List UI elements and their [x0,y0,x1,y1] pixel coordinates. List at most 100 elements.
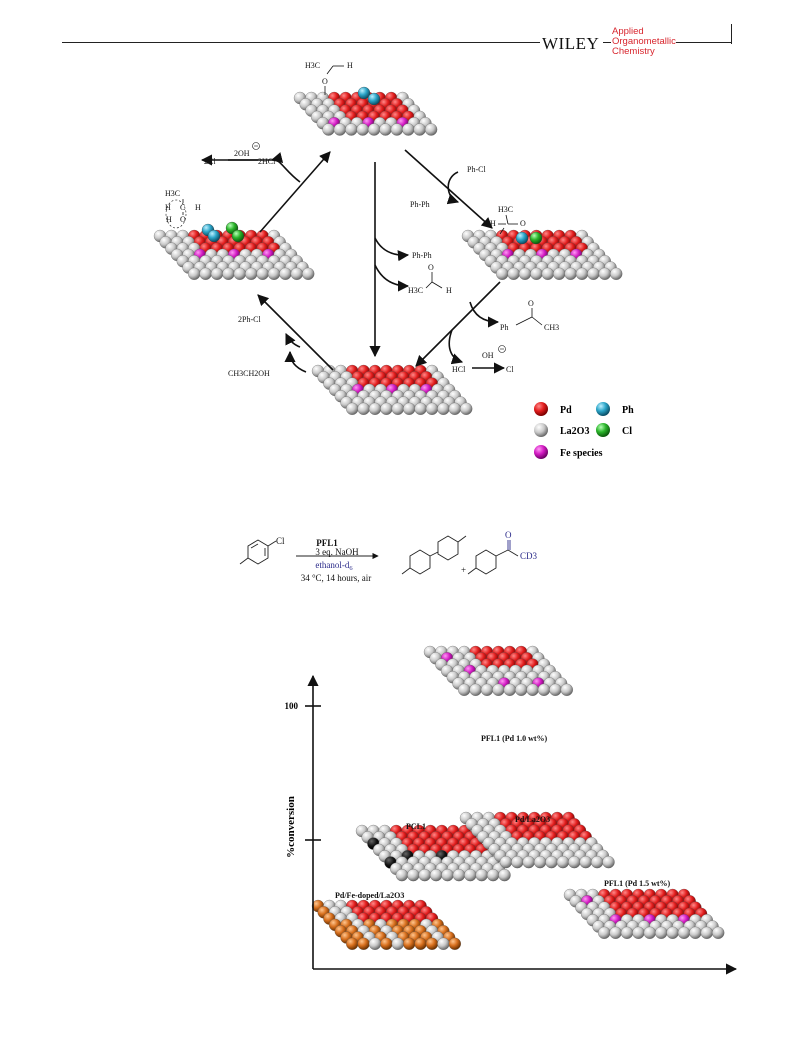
atom-sphere [564,267,577,280]
product2-o-label: O [505,530,512,540]
biphenyl-methyl-2 [457,535,467,543]
atom-sphere [503,683,516,696]
atom-sphere [448,937,461,950]
atom-sphere [575,267,589,280]
atom-sphere [245,267,258,280]
legend-swatch-la2o3 [534,423,548,437]
label-cl-minus: Cl [506,365,514,374]
y-tick-label-100: 100 [285,701,299,711]
header-rule-left [62,42,540,43]
legend-label-la2o3: La2O3 [560,426,589,437]
atom-sphere [545,855,558,869]
curl-right-hcl [448,329,464,365]
journal-line-1: Applied [612,26,644,37]
slab-pdla [459,811,615,869]
curl-center-phph [374,237,410,262]
publisher-logo: WILEY [542,34,600,53]
legend-label-cl: Cl [622,426,632,437]
atom-sphere [620,926,634,939]
left-species-c: C [180,203,185,212]
condition-solvent: ethanol-d6 [315,560,353,572]
atom-sphere [464,868,477,882]
atom-sphere [526,683,539,696]
journal-line-3: Chemistry [612,46,655,57]
legend: Pd Ph La2O3 Cl Fe species [534,402,634,459]
top-bond-1 [326,65,334,75]
label-ethanol: CH3CH2OH [228,369,270,378]
catalyst-slabs [153,91,725,950]
atom-sphere [210,267,224,280]
product2-bond [495,549,509,557]
product2-cd3-label: CD3 [520,551,538,561]
legend-label-pd: Pd [560,405,572,416]
atom-sphere [256,267,269,280]
atom-sphere [712,926,725,939]
atom-sphere [407,868,420,882]
atom-sphere [414,937,427,950]
label-ph-ph-right: Ph-Ph [410,200,430,209]
atom-sphere [356,123,369,136]
atom-sphere [568,855,581,869]
atom-sphere [346,937,359,950]
atom-sphere [530,267,543,280]
cl-chip-right [529,231,543,245]
label-oh: OH [482,351,494,360]
label-2hcl: 2HCl [258,157,276,166]
slab-pfl1-15 [563,888,725,939]
adsorbate-chips [201,86,543,245]
slab-pdfe [311,899,461,950]
slab-pcl1 [355,824,511,882]
legend-label-fe: Fe species [560,448,603,459]
curl-left-ethanol [284,350,307,373]
ph-chip-right [515,231,529,245]
atom-sphere [233,267,246,280]
atom-sphere [689,926,702,939]
atom-sphere [492,683,505,696]
curl-left-phcl [285,332,301,348]
curl-center-acet [374,264,410,292]
label-ph-ph-center: Ph-Ph [412,251,432,260]
atom-sphere [632,926,645,939]
slab-bottom [311,364,473,415]
right-species-ch3: H3C [498,205,513,214]
legend-swatch-fe [534,445,548,459]
atom-sphere [518,267,532,280]
arrow-bottom-to-left [257,294,334,371]
biphenyl-link [429,551,439,557]
atom-sphere [541,267,554,280]
atom-sphere [380,937,393,950]
atom-sphere [188,267,201,280]
ph-chip-top-2 [367,92,381,106]
label-2ph-cl: 2Ph-Cl [238,315,261,324]
atom-sphere [391,937,404,950]
atom-sphere [424,123,438,136]
left-species-ch3: H3C [165,189,180,198]
atom-sphere [549,683,562,696]
label-pdfe: Pd/Fe-doped/La2O3 [335,891,404,900]
left-species-h3: H [166,215,172,224]
atom-sphere [367,123,381,136]
atom-sphere [475,868,488,882]
atom-sphere [199,267,212,280]
atom-sphere [533,855,547,869]
label-ph-cl-top: Ph-Cl [467,165,486,174]
atom-sphere [413,123,426,136]
atom-sphere [267,267,281,280]
condition-naoh: 3 eq. NaOH [315,547,359,557]
atom-sphere [522,855,535,869]
slab-left [153,229,315,280]
atom-sphere [380,402,393,415]
legend-swatch-pd [534,402,548,416]
atom-sphere [553,267,566,280]
product-ring-2 [437,535,459,561]
atom-sphere [602,855,615,869]
atom-sphere [395,868,409,882]
atom-sphere [537,683,551,696]
header-rule-right [676,42,732,43]
atom-sphere [598,926,611,939]
atom-sphere [643,926,656,939]
atom-sphere [610,267,623,280]
atom-sphere [403,937,416,950]
atom-sphere [499,855,513,869]
reactant-cl-bond [267,540,277,547]
